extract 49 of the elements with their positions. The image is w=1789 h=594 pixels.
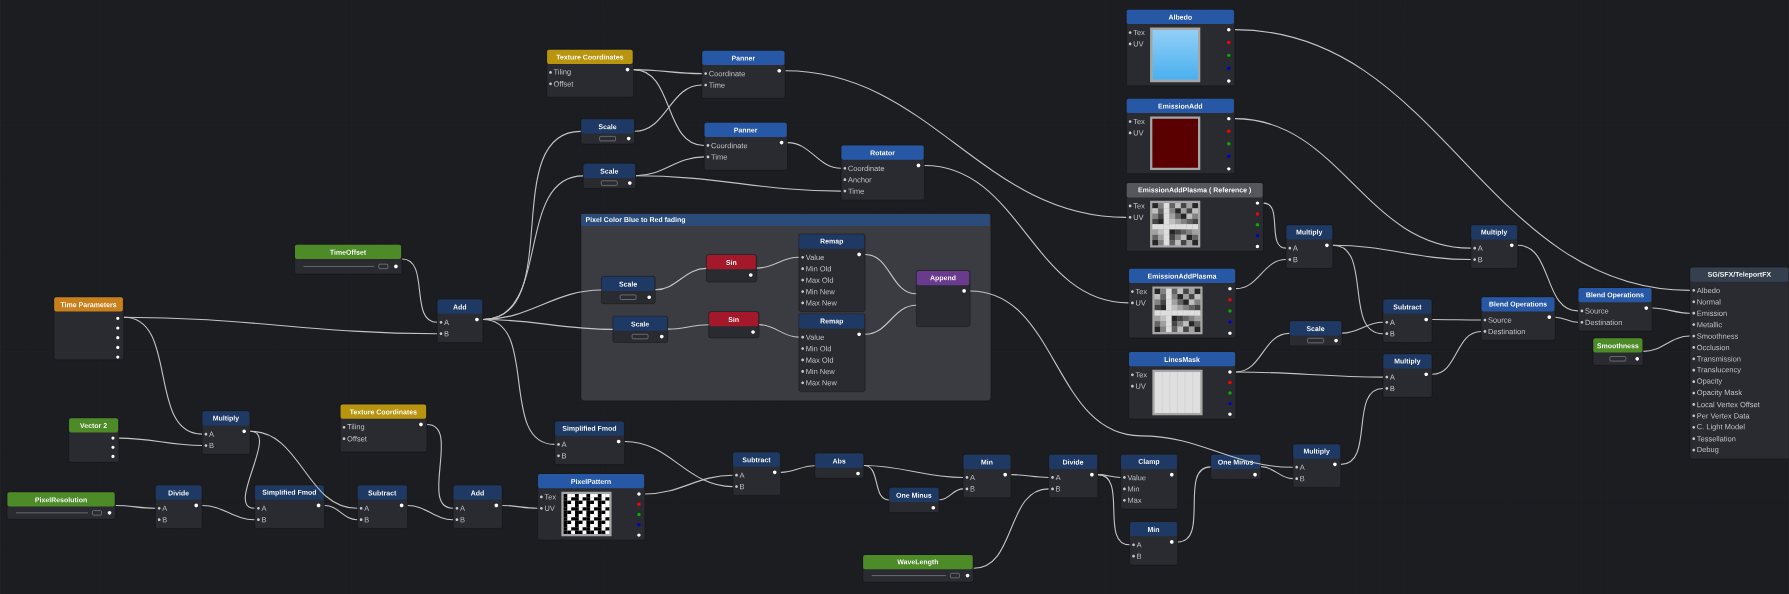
wire <box>123 316 203 435</box>
wire <box>1097 473 1131 546</box>
wire <box>969 290 1294 468</box>
wire <box>1332 244 1384 335</box>
wire <box>758 323 800 338</box>
wire <box>1234 117 1472 249</box>
wire <box>644 474 734 495</box>
wire <box>324 504 358 521</box>
wire <box>1235 258 1287 289</box>
wire <box>756 256 800 269</box>
wire <box>1554 316 1579 323</box>
wire <box>1263 202 1287 249</box>
wire <box>244 430 260 509</box>
wire <box>1431 318 1482 321</box>
wire <box>1431 330 1482 375</box>
wire <box>864 304 917 335</box>
wire <box>1177 466 1212 543</box>
wire <box>1260 465 1294 479</box>
wire <box>401 258 438 323</box>
wire <box>1517 244 1579 312</box>
wire <box>1340 387 1384 465</box>
wire <box>1234 28 1691 291</box>
wire <box>624 440 734 487</box>
wire <box>249 430 358 509</box>
wire <box>924 164 1129 304</box>
wire <box>787 141 842 169</box>
wire <box>667 324 710 330</box>
wire <box>1010 473 1050 478</box>
wire <box>634 84 703 132</box>
wire <box>201 504 255 521</box>
wire <box>784 70 1127 218</box>
wire <box>635 174 842 192</box>
wire <box>1651 307 1691 314</box>
wire <box>973 488 1050 569</box>
wire <box>633 68 705 146</box>
wire <box>118 437 203 446</box>
wire <box>654 267 707 291</box>
wire <box>115 504 156 509</box>
wire <box>1341 321 1384 334</box>
wire <box>482 318 556 445</box>
wire <box>426 423 454 509</box>
wire <box>938 488 964 501</box>
wire <box>863 464 890 501</box>
wire <box>1642 335 1691 352</box>
wire <box>1235 371 1384 378</box>
wire <box>864 253 917 295</box>
wire <box>501 504 538 509</box>
wire <box>780 464 816 473</box>
wire <box>407 504 454 521</box>
